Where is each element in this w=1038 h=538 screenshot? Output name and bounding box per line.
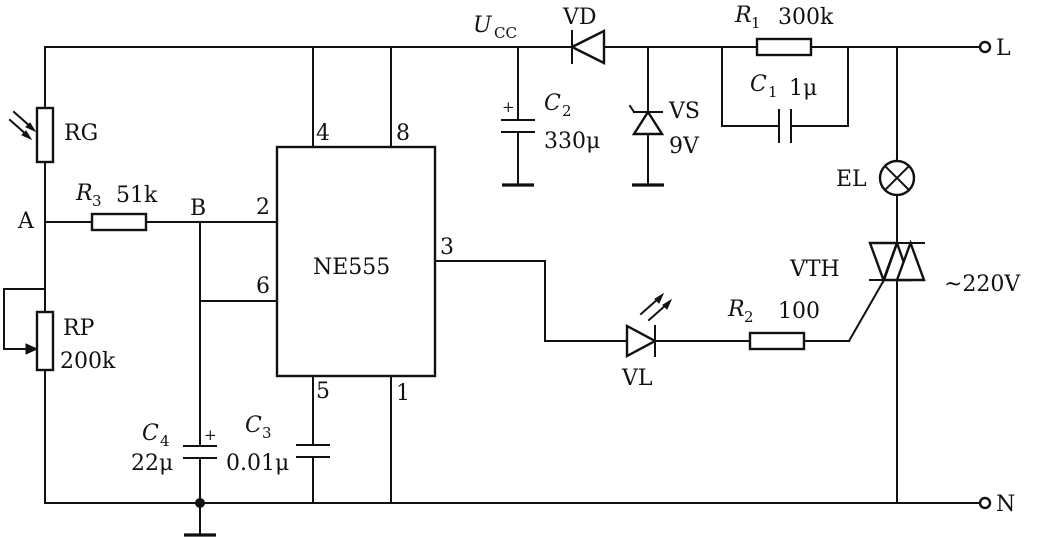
vs-label: VS [668, 99, 700, 124]
ucc-label: U [473, 13, 493, 38]
c4-value: 22μ [131, 451, 173, 476]
terminal-l-label: L [996, 36, 1011, 61]
rp-value: 200k [60, 349, 116, 374]
rg-photoresistor [8, 106, 55, 164]
r3-label-sub: 3 [92, 192, 102, 210]
c1-label-sub: 1 [768, 83, 778, 101]
mains-label: ~220V [944, 272, 1021, 297]
el-lamp [878, 159, 916, 197]
r1-resistor [755, 37, 813, 57]
c3-capacitor [296, 444, 330, 458]
left-column-wire [44, 46, 278, 504]
c4-label-sub: 4 [160, 432, 170, 450]
c2-capacitor [501, 46, 535, 187]
node-b-label: B [190, 196, 206, 221]
pin3-label: 3 [440, 235, 454, 260]
c1-capacitor [778, 109, 792, 143]
r2-label: R [727, 297, 745, 322]
node-b-wires [199, 221, 278, 536]
vs-zener-diode [628, 46, 665, 187]
r3-label: R [75, 181, 93, 206]
c4-plus: + [204, 426, 217, 444]
terminal-n-label: N [996, 492, 1015, 517]
c2-value: 330μ [544, 129, 600, 154]
c4-capacitor [183, 445, 217, 459]
c1-value: 1μ [789, 76, 817, 101]
r2-resistor [748, 331, 806, 351]
c4-label: C [142, 421, 159, 446]
output-path-wire [434, 260, 850, 342]
r1-c1-parallel-wires [721, 46, 849, 127]
c3-value: 0.01μ [226, 451, 289, 476]
rp-potentiometer [3, 288, 55, 372]
r2-value: 100 [778, 299, 820, 324]
r1-label: R [734, 3, 752, 28]
r2-label-sub: 2 [744, 308, 754, 326]
c2-label-sub: 2 [562, 102, 572, 120]
pin5-label: 5 [316, 379, 330, 404]
rg-label: RG [64, 121, 98, 146]
ground-junction-dot [195, 498, 205, 508]
vs-value: 9V [669, 134, 700, 159]
pin2-label: 2 [256, 195, 270, 220]
node-a-label: A [17, 209, 35, 234]
c2-label: C [544, 91, 561, 116]
ucc-label-sub: CC [494, 24, 517, 42]
pin1-label: 1 [396, 381, 410, 406]
pin8-label: 8 [396, 121, 410, 146]
vd-diode [566, 29, 610, 65]
el-label: EL [836, 167, 867, 192]
c3-label-sub: 3 [262, 424, 272, 442]
r1-label-sub: 1 [751, 14, 761, 32]
chip-label: NE555 [313, 255, 390, 280]
vth-label: VTH [789, 257, 840, 282]
rp-label: RP [63, 316, 95, 341]
vth-triac [847, 239, 926, 343]
terminal-l-circle [978, 40, 992, 54]
c2-plus: + [502, 98, 515, 116]
r3-resistor [90, 212, 148, 232]
vd-label: VD [562, 5, 597, 30]
vl-led [625, 292, 673, 359]
chip-pin-wires [312, 46, 392, 504]
r3-value: 51k [116, 183, 158, 208]
c3-label: C [245, 413, 262, 438]
ne555-chip [275, 145, 437, 378]
terminal-n-circle [978, 496, 992, 510]
r1-value: 300k [778, 5, 834, 30]
pin4-label: 4 [316, 121, 330, 146]
vl-label: VL [621, 366, 653, 391]
pin6-label: 6 [256, 274, 270, 299]
c1-label: C [750, 72, 767, 97]
